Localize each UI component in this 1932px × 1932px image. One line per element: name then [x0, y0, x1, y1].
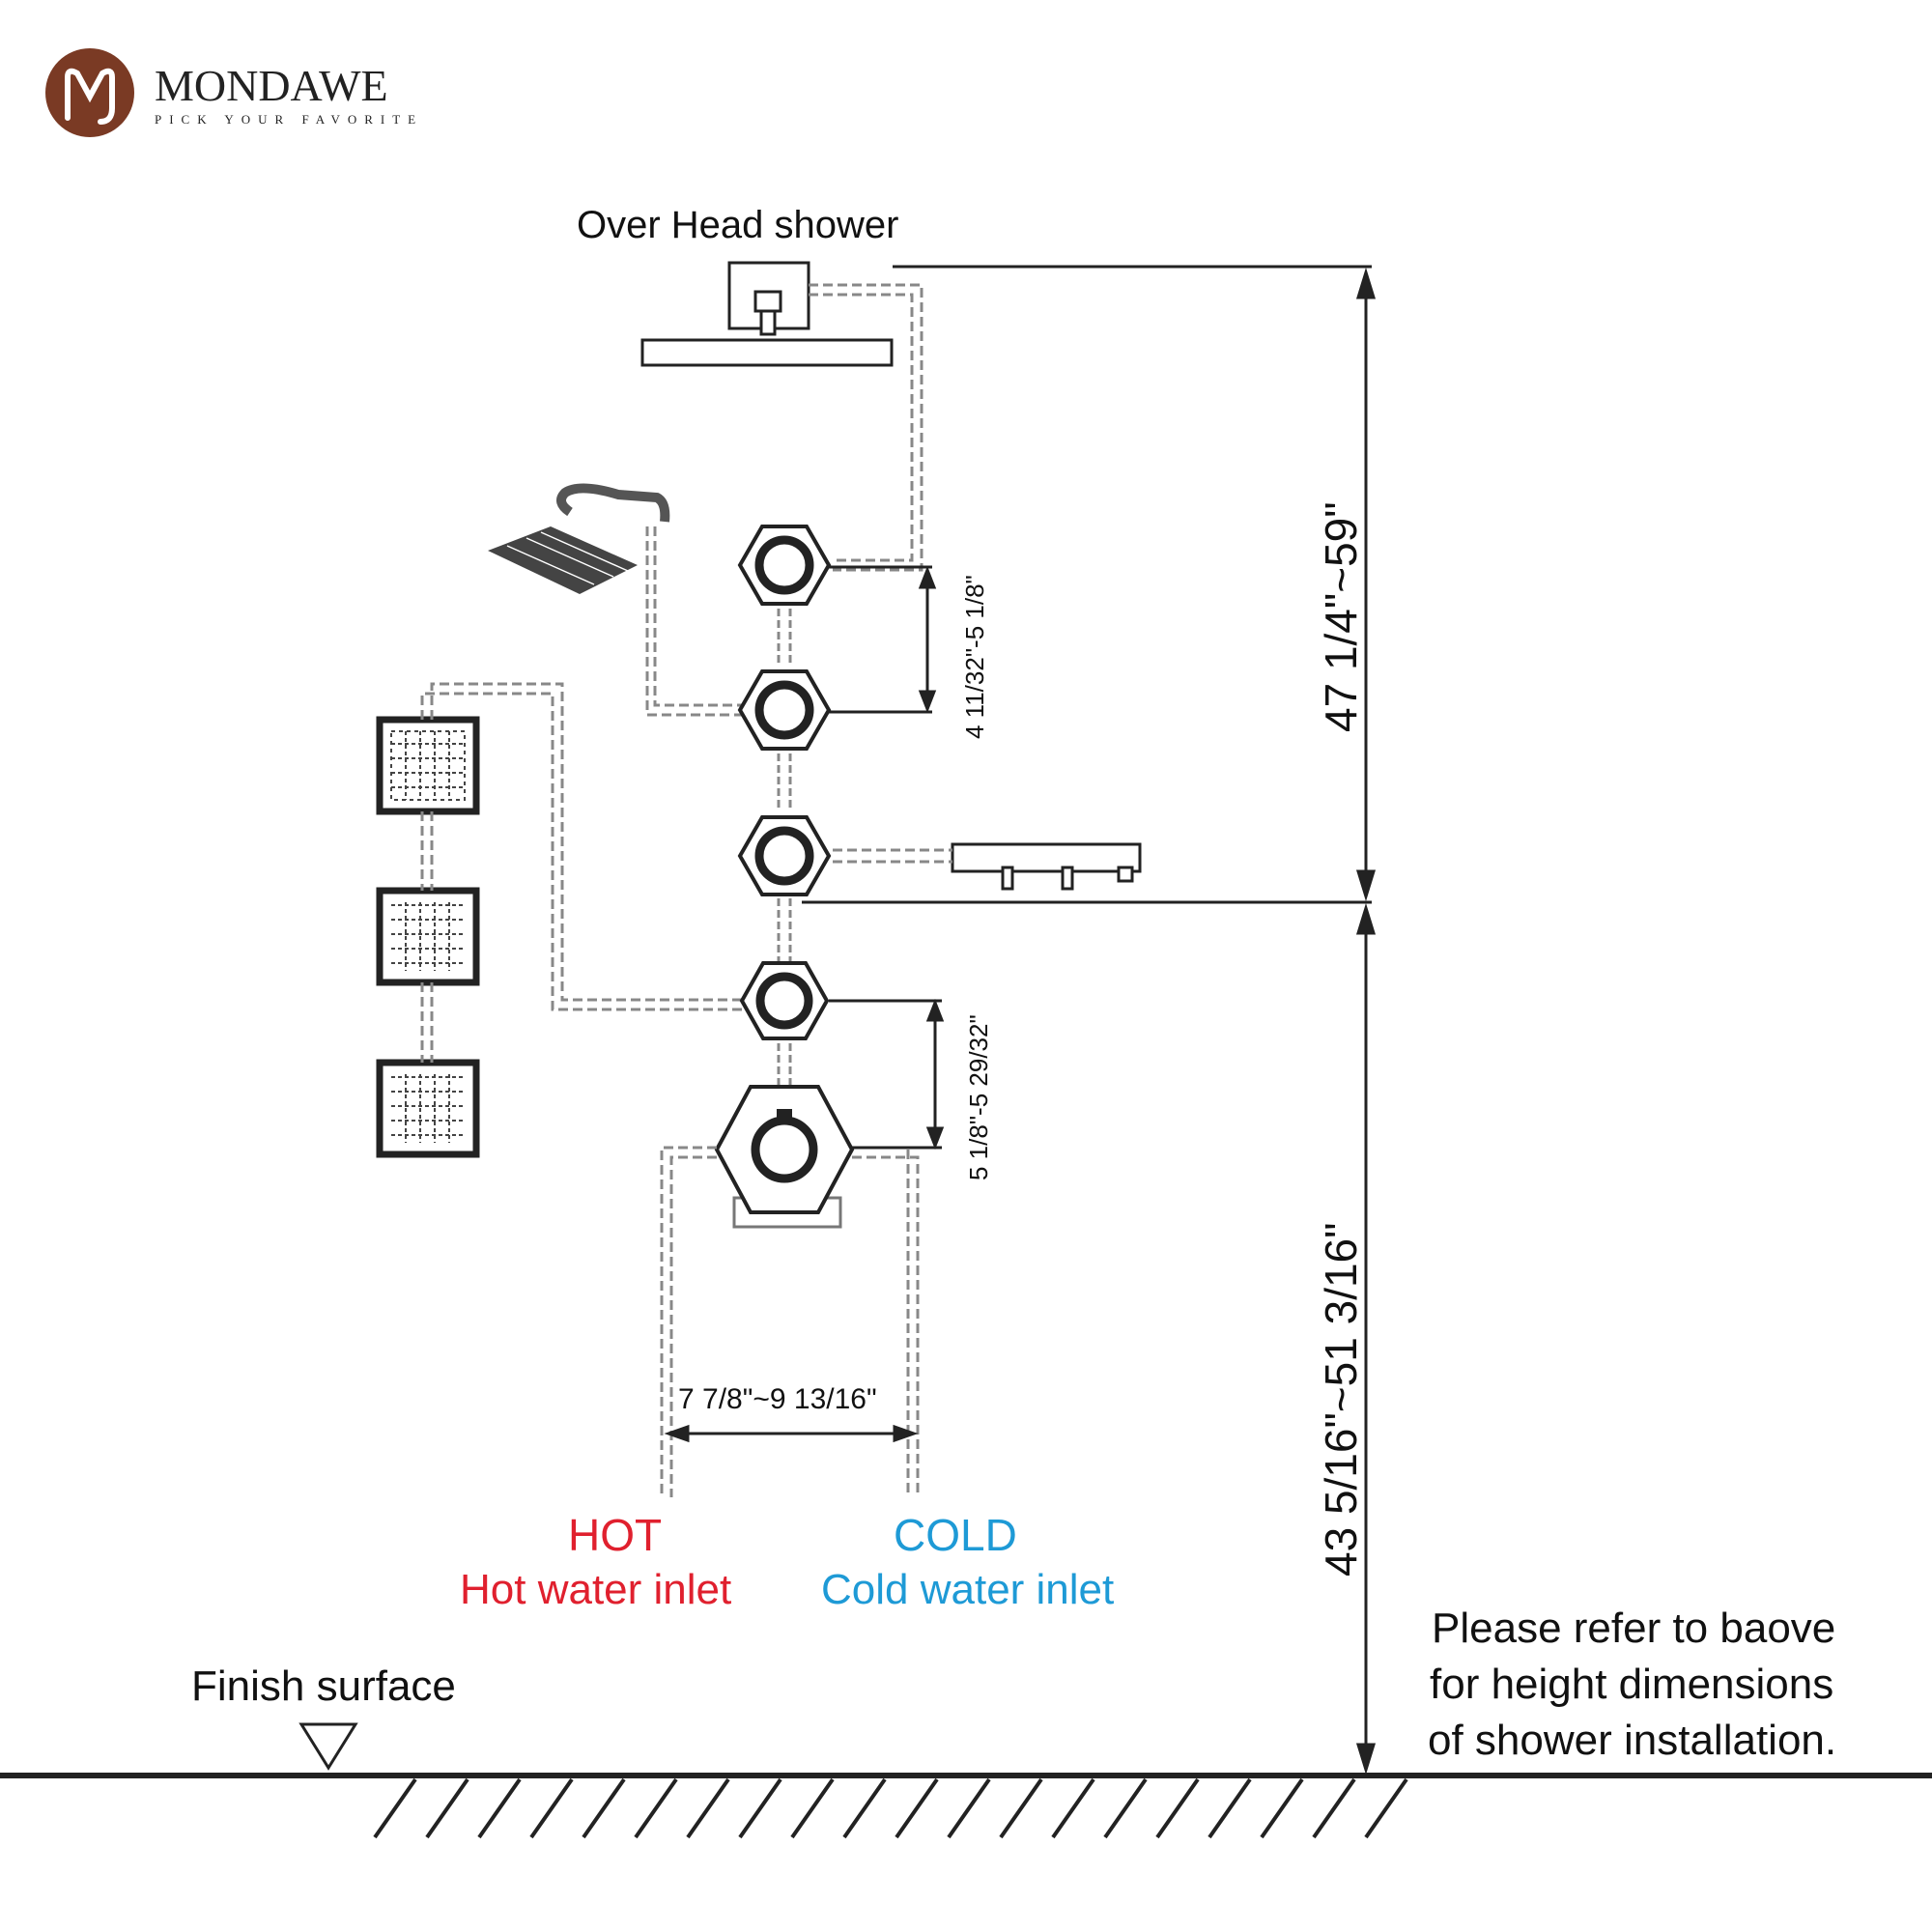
body-jet-icon: [376, 887, 480, 986]
inlet-width-label: 7 7/8"~9 13/16": [678, 1383, 877, 1415]
hatch-mark: [1208, 1777, 1252, 1839]
hatch-mark: [1155, 1777, 1200, 1839]
body-jet-icon: [376, 716, 480, 815]
valve-2-icon: [737, 669, 832, 751]
valve-spacing-top-dim: [829, 565, 937, 714]
note-line-3: of shower installation.: [1428, 1717, 1836, 1764]
hatch-mark: [999, 1777, 1043, 1839]
valve-4-icon: [739, 961, 830, 1040]
pipe-hot-inlet: [660, 1146, 717, 1497]
valve-3-icon: [737, 815, 832, 896]
upper-height-label: 47 1/4"~59": [1316, 501, 1366, 732]
hatch-mark: [1051, 1777, 1095, 1839]
hot-label: HOT: [568, 1510, 662, 1560]
hatch-mark: [477, 1777, 522, 1839]
body-jets: [376, 716, 480, 1158]
hot-inlet-label: Hot water inlet: [460, 1566, 731, 1613]
valve-spacing-bottom-label: 5 1/8"-5 29/32": [964, 1014, 993, 1180]
brand-logo: MONDAWE PICK YOUR FAVORITE: [45, 48, 423, 137]
overhead-shower-label: Over Head shower: [577, 204, 898, 246]
hatch-mark: [947, 1777, 991, 1839]
hatch-mark: [582, 1777, 626, 1839]
hatch-mark: [738, 1777, 782, 1839]
hatch-mark: [1103, 1777, 1148, 1839]
floor-hatching: [373, 1777, 1408, 1839]
cold-label: COLD: [894, 1510, 1017, 1560]
pipe-overhead: [809, 283, 923, 572]
hatch-mark: [895, 1777, 939, 1839]
body-jet-icon: [376, 1059, 480, 1158]
overhead-shower-icon: [640, 261, 894, 367]
pipe-wall-shower: [645, 526, 744, 717]
lower-height-dim: [1355, 902, 1377, 1776]
hatch-mark: [1364, 1777, 1408, 1839]
inlet-width-dim: [664, 1424, 919, 1443]
hatch-mark: [425, 1777, 469, 1839]
valve-spacing-top-label: 4 11/32"-5 1/8": [960, 575, 989, 739]
hatch-mark: [842, 1777, 887, 1839]
pipe-cold-inlet: [852, 1146, 920, 1497]
pipe-valve-stack: [777, 609, 792, 1087]
cold-inlet-label: Cold water inlet: [821, 1566, 1114, 1613]
valve-1-icon: [737, 525, 832, 606]
wall-shower-head-icon: [488, 483, 670, 594]
note-line-1: Please refer to baove: [1432, 1605, 1835, 1652]
thermostatic-valve-icon: [714, 1085, 855, 1229]
lower-height-label: 43 5/16"~51 3/16": [1316, 1223, 1366, 1577]
brand-tagline: PICK YOUR FAVORITE: [155, 112, 423, 127]
pipe-body-jets: [420, 682, 753, 1063]
upper-height-dim: [802, 265, 1377, 904]
hatch-mark: [634, 1777, 678, 1839]
hatch-mark: [529, 1777, 574, 1839]
pipe-hand-shower: [833, 848, 952, 864]
hatch-mark: [373, 1777, 417, 1839]
note-line-2: for height dimensions: [1430, 1661, 1833, 1708]
hatch-mark: [1260, 1777, 1304, 1839]
brand-name: MONDAWE: [155, 61, 388, 110]
finish-surface-label: Finish surface: [191, 1662, 456, 1710]
valve-spacing-bottom-dim: [829, 998, 945, 1151]
hatch-mark: [686, 1777, 730, 1839]
hand-shower-bar-icon: [951, 842, 1142, 891]
logo-monogram-icon: [65, 68, 115, 125]
hatch-mark: [790, 1777, 835, 1839]
hatch-mark: [1312, 1777, 1356, 1839]
finish-surface-marker-icon: [298, 1722, 358, 1771]
